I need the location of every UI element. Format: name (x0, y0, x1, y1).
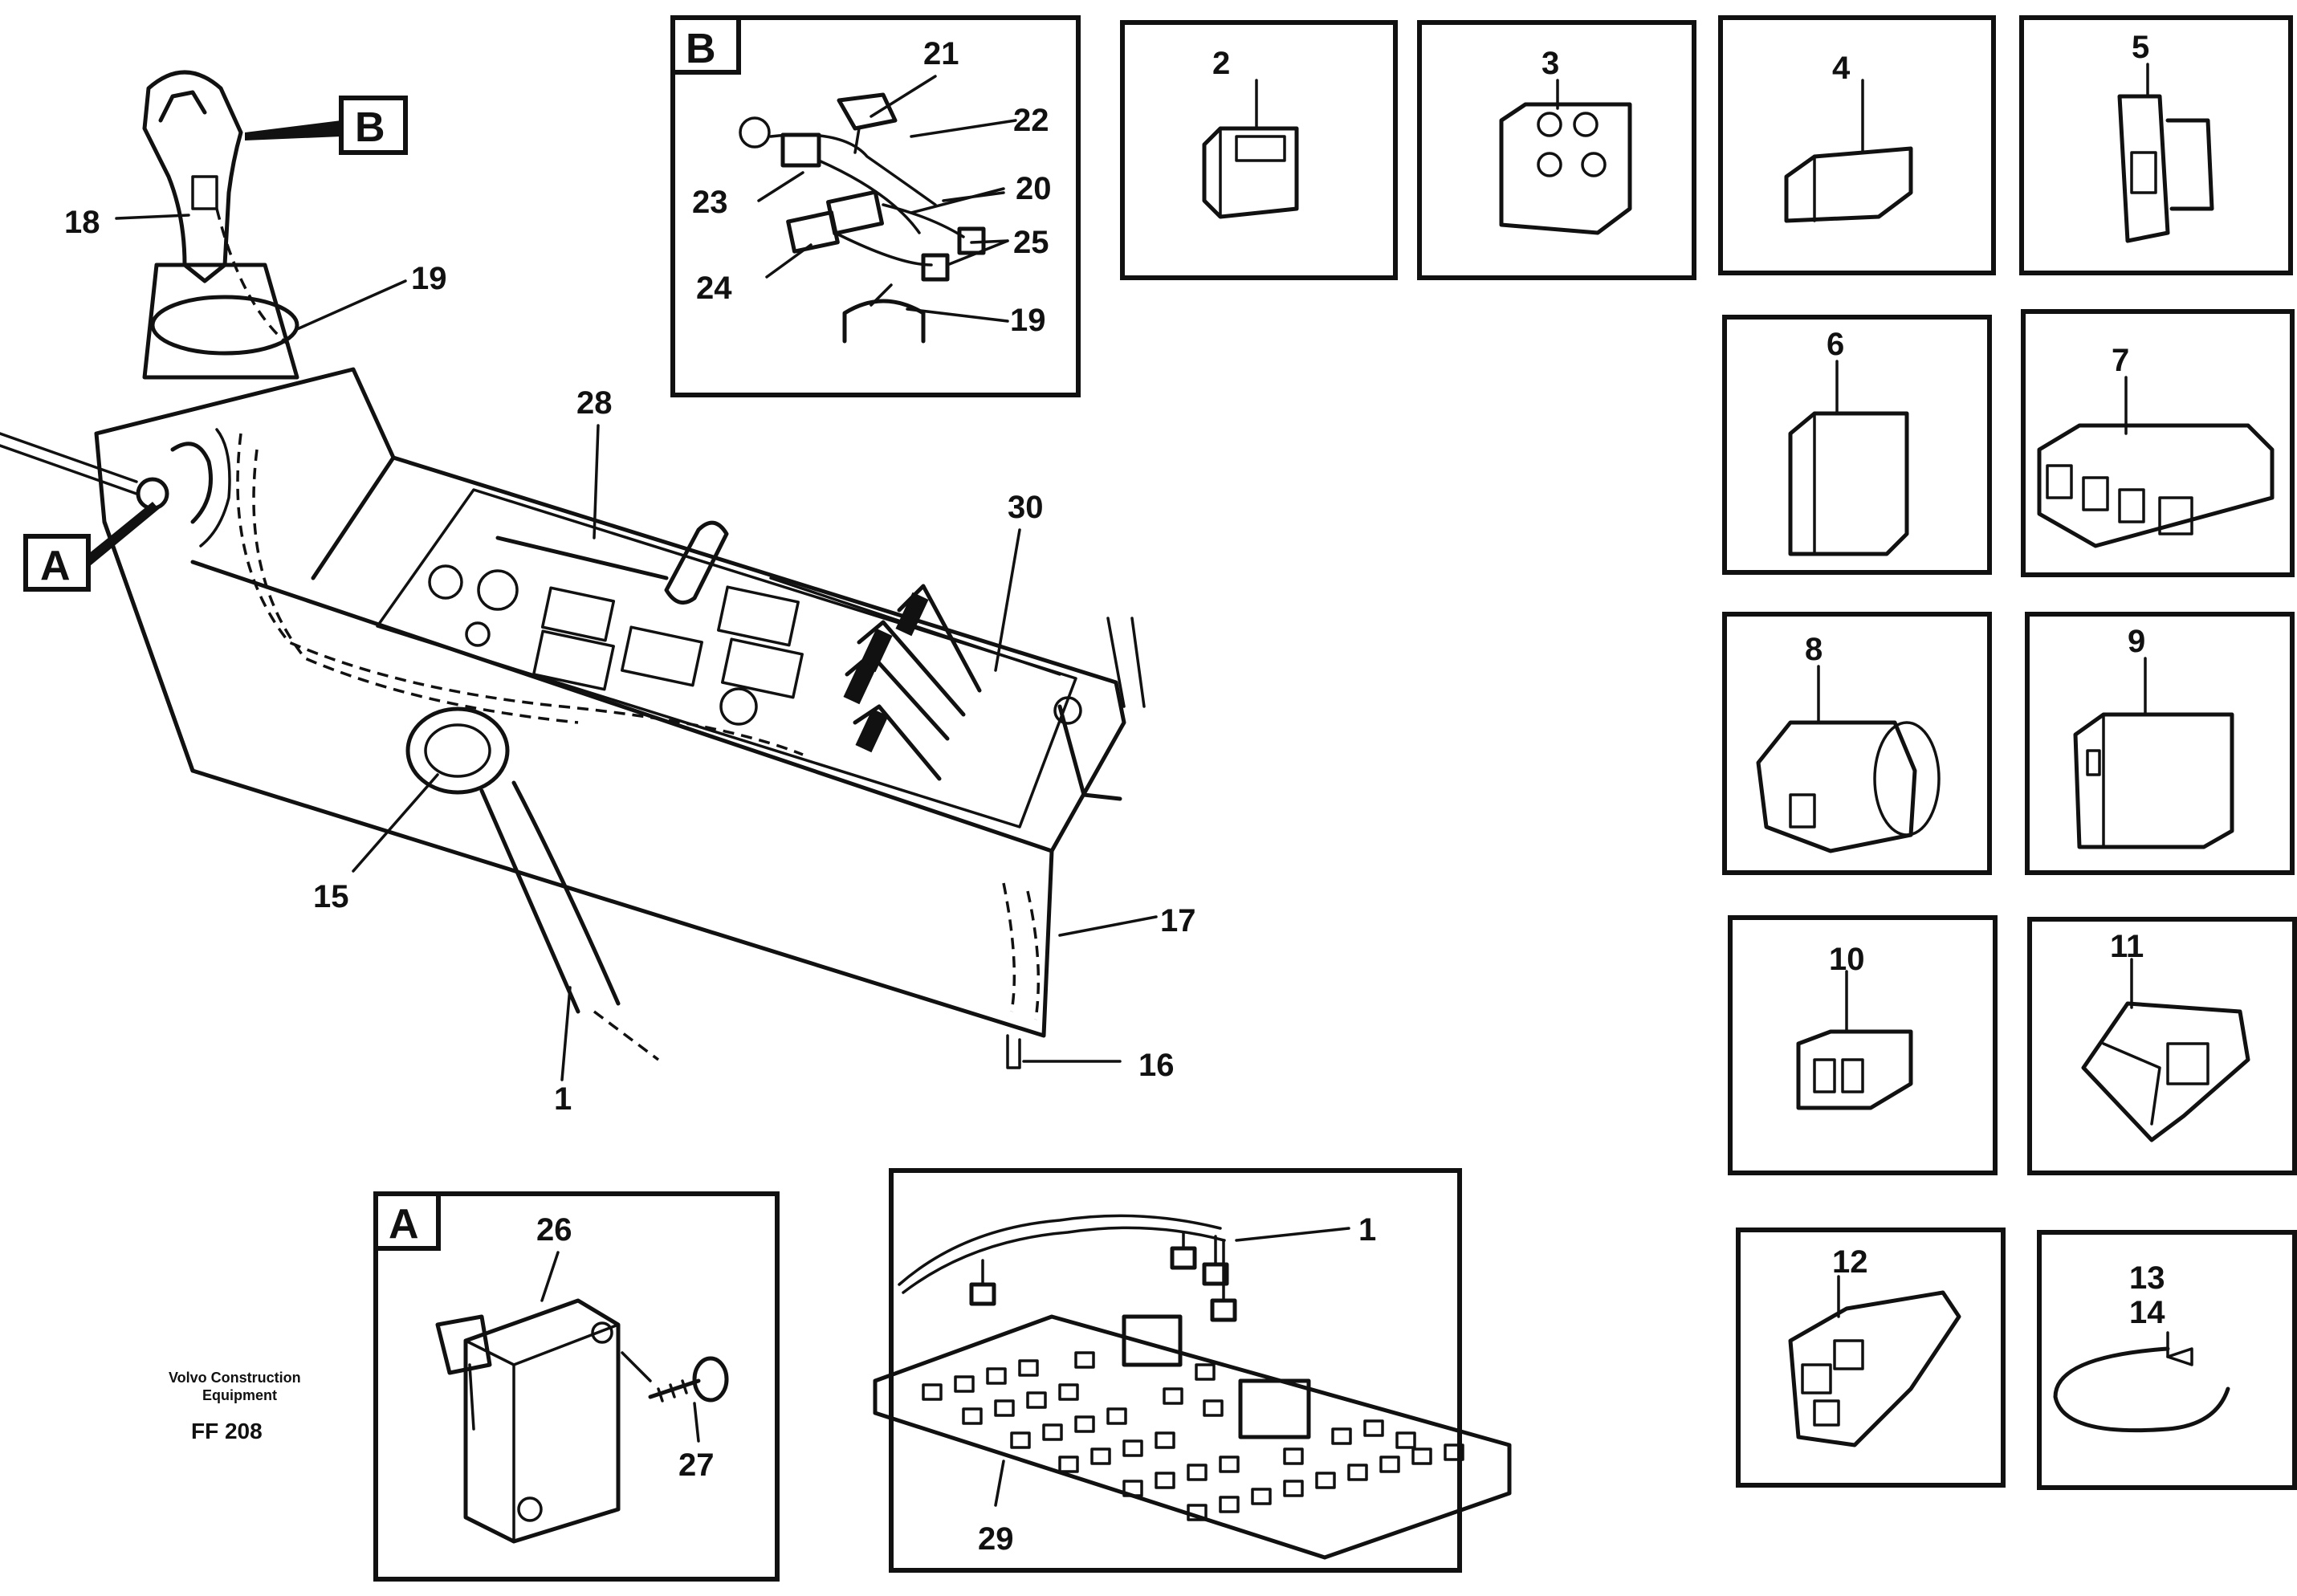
detail-b-panel: B (670, 15, 1081, 397)
circuit-board-panel (873, 1168, 1512, 1573)
brand-line-2: Equipment (202, 1387, 277, 1403)
detail-b-tag: B (686, 26, 716, 72)
label-24: 24 (696, 271, 732, 306)
figure-code: FF 208 (191, 1419, 263, 1443)
part-box-8 (1722, 612, 1992, 875)
label-10: 10 (1829, 942, 1865, 977)
part-box-9 (2025, 612, 2295, 875)
part-box-10 (1728, 915, 1998, 1175)
part-box-11 (2027, 917, 2297, 1175)
rod-clip-a (0, 428, 231, 548)
part-box-2 (1120, 20, 1398, 280)
label-1-board: 1 (1358, 1212, 1376, 1248)
part-box-3 (1417, 20, 1696, 280)
label-30: 30 (1008, 490, 1044, 525)
label-7: 7 (2112, 343, 2129, 378)
part-box-7 (2021, 309, 2295, 577)
label-20: 20 (1016, 171, 1052, 206)
part-box-12 (1736, 1228, 2006, 1488)
callout-b-text: B (355, 104, 385, 151)
label-23: 23 (692, 185, 728, 220)
label-18: 18 (64, 205, 100, 240)
label-2: 2 (1212, 46, 1230, 81)
label-27: 27 (678, 1447, 715, 1483)
label-4: 4 (1832, 51, 1851, 86)
callout-a-text: A (40, 543, 71, 589)
label-19: 19 (411, 261, 447, 296)
label-8: 8 (1805, 632, 1823, 667)
label-28: 28 (576, 385, 613, 421)
label-19-detail: 19 (1010, 303, 1046, 338)
control-console (94, 367, 1146, 1069)
label-21: 21 (923, 36, 959, 71)
leader-lines (115, 214, 1158, 1081)
label-3: 3 (1542, 46, 1559, 81)
brand-line-1: Volvo Construction (169, 1370, 301, 1386)
detail-a-panel: A (373, 1191, 780, 1582)
label-11: 11 (2110, 929, 2144, 964)
detail-a-tag: A (389, 1201, 419, 1248)
label-25: 25 (1013, 225, 1049, 260)
label-14: 14 (2129, 1295, 2165, 1330)
label-15: 15 (313, 879, 349, 914)
label-13: 13 (2129, 1260, 2165, 1296)
label-22: 22 (1013, 103, 1049, 138)
label-12: 12 (1832, 1244, 1868, 1280)
label-17: 17 (1160, 903, 1196, 938)
label-16: 16 (1138, 1048, 1175, 1083)
joystick (142, 70, 299, 380)
label-6: 6 (1827, 327, 1844, 362)
part-box-5 (2019, 15, 2293, 275)
label-9: 9 (2128, 624, 2145, 659)
label-29: 29 (978, 1521, 1014, 1557)
label-1: 1 (554, 1081, 572, 1117)
callout-b-on-joystick: B (245, 96, 408, 155)
part-box-4 (1718, 15, 1996, 275)
callout-a-on-console: A (23, 502, 159, 592)
part-box-13-14 (2037, 1230, 2297, 1490)
label-26: 26 (536, 1212, 572, 1248)
part-box-6 (1722, 315, 1992, 575)
board-components (922, 1351, 1464, 1521)
label-5: 5 (2132, 30, 2149, 65)
